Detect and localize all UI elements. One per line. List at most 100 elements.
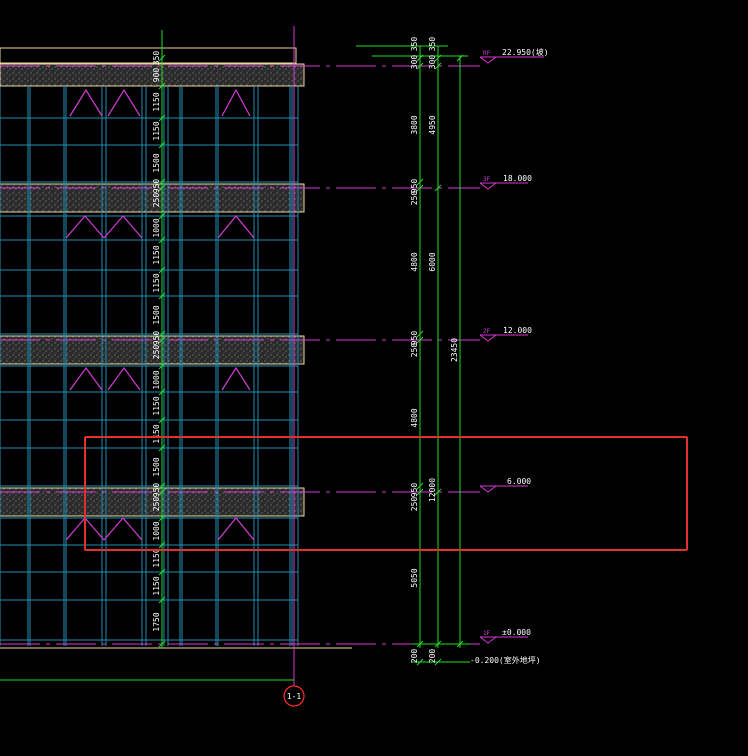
level-tag-3f: 3F: [483, 176, 491, 183]
dimension-tick: [158, 82, 166, 90]
dimension-tick: [434, 658, 442, 666]
dimension-tick: [158, 141, 166, 149]
middle-dimension-text: 250: [410, 343, 419, 358]
middle-dimension-text: 4800: [410, 408, 419, 427]
dimension-tick: [416, 658, 424, 666]
dimension-tick: [158, 266, 166, 274]
middle-dimension-text: 250: [410, 497, 419, 512]
inner-dimension-text: 1150: [152, 121, 161, 140]
dimension-tick: [158, 114, 166, 122]
slab-bands: [0, 47, 352, 649]
inner-dimension-text: 250: [152, 193, 161, 208]
middle-dimension-text: 950: [410, 483, 419, 498]
slab-6m: [0, 487, 305, 517]
right-dimension-text: 200: [428, 649, 437, 664]
dimension-tick: [158, 178, 166, 186]
dimension-tick: [416, 184, 424, 192]
middle-dimension-text: 3800: [410, 115, 419, 134]
window-opener-icon: [65, 215, 105, 239]
dimension-tick: [158, 596, 166, 604]
grid-bubble-label: 1-1: [287, 692, 302, 701]
level-marker-2f[interactable]: 2F 12.000: [479, 326, 532, 342]
window-opener-icon: [103, 215, 143, 239]
level-value-3f: 18.000: [503, 174, 532, 183]
inner-dimension-text: 950: [152, 483, 161, 498]
inner-dimension-text: 1150: [152, 424, 161, 443]
grid-bubble[interactable]: 1-1: [283, 685, 305, 707]
dimension-tick: [456, 640, 464, 648]
dimension-tick: [158, 444, 166, 452]
inner-dimension-text: 1000: [152, 218, 161, 237]
middle-dimension-text: 950: [410, 331, 419, 346]
dimension-tick: [416, 54, 424, 62]
window-opener-icon: [107, 88, 141, 117]
level-lines: [0, 65, 480, 645]
dimension-tick: [434, 488, 442, 496]
dimension-tick: [158, 184, 166, 192]
level-value-6m: 6.000: [507, 477, 531, 486]
dimension-tick: [158, 416, 166, 424]
middle-dimension-text: 250: [410, 191, 419, 206]
inner-dimension-text: 950: [152, 331, 161, 346]
dimension-tick: [416, 640, 424, 648]
roof-parapet: [0, 47, 297, 64]
dimension-tick: [434, 54, 442, 62]
inner-dimension-text: 1500: [152, 457, 161, 476]
window-opener-icon: [217, 517, 255, 541]
right-dimension-text: 4950: [428, 115, 437, 134]
curtain-wall-grid: [0, 86, 299, 646]
inner-dimension-text: 1500: [152, 305, 161, 324]
dimension-tick: [158, 362, 166, 370]
dimension-tick: [158, 482, 166, 490]
dimension-tick: [158, 640, 166, 648]
inner-dimension-text: 1750: [152, 612, 161, 631]
window-opener-icon: [103, 517, 143, 541]
inner-dimension-text: 250: [152, 497, 161, 512]
inner-dimension-text: 1500: [152, 153, 161, 172]
level-marker-3f[interactable]: 3F 18.000: [479, 174, 532, 190]
inner-dimension-text: 250: [152, 345, 161, 360]
level-marker-rf[interactable]: RF 22.950(坡): [479, 47, 549, 64]
dimension-tick: [158, 336, 166, 344]
total-dimension-text: 23450: [450, 338, 459, 362]
slab-2f: [0, 335, 305, 365]
right-dimension-text: 12000: [428, 478, 437, 502]
middle-dimension-text: 4800: [410, 252, 419, 271]
level-marker-6m[interactable]: 6.000: [479, 477, 531, 493]
slab-roof: [0, 63, 305, 87]
ground-level-label: -0.200(室外地坪): [470, 655, 541, 665]
dimension-tick: [158, 514, 166, 522]
dimension-texts: 3509001150115015009502501000115011501500…: [152, 37, 459, 664]
inner-dimension-text: 1150: [152, 92, 161, 111]
dimension-tick: [416, 330, 424, 338]
window-opener-icon: [107, 366, 141, 391]
dimension-tick: [158, 488, 166, 496]
inner-dimension-text: 1150: [152, 273, 161, 292]
right-dimension-text: 350: [428, 37, 437, 52]
level-value-rf: 22.950(坡): [502, 47, 549, 57]
dimension-tick: [158, 388, 166, 396]
dimension-tick: [158, 330, 166, 338]
dimension-tick: [434, 184, 442, 192]
slab-3f: [0, 183, 305, 213]
level-tag-rf: RF: [483, 50, 491, 57]
dimension-tick: [416, 62, 424, 70]
inner-dimension-text: 1150: [152, 396, 161, 415]
inner-dimension-text: 350: [152, 51, 161, 66]
right-dimension-text: 6000: [428, 252, 437, 271]
middle-dimension-text: 5050: [410, 568, 419, 587]
inner-dimension-text: 900: [152, 68, 161, 83]
window-opener-icon: [69, 366, 103, 391]
window-opener-icon: [69, 88, 103, 117]
inner-dimension-text: 950: [152, 179, 161, 194]
dimension-tick: [158, 568, 166, 576]
middle-dimension-text: 350: [410, 37, 419, 52]
level-marker-1f[interactable]: 1F ±0.000: [479, 628, 531, 644]
level-tag-2f: 2F: [483, 328, 491, 335]
dimension-tick: [158, 236, 166, 244]
inner-dimension-text: 1150: [152, 576, 161, 595]
dimension-tick: [416, 482, 424, 490]
middle-dimension-text: 300: [410, 55, 419, 70]
selection-rectangle[interactable]: [84, 436, 688, 551]
